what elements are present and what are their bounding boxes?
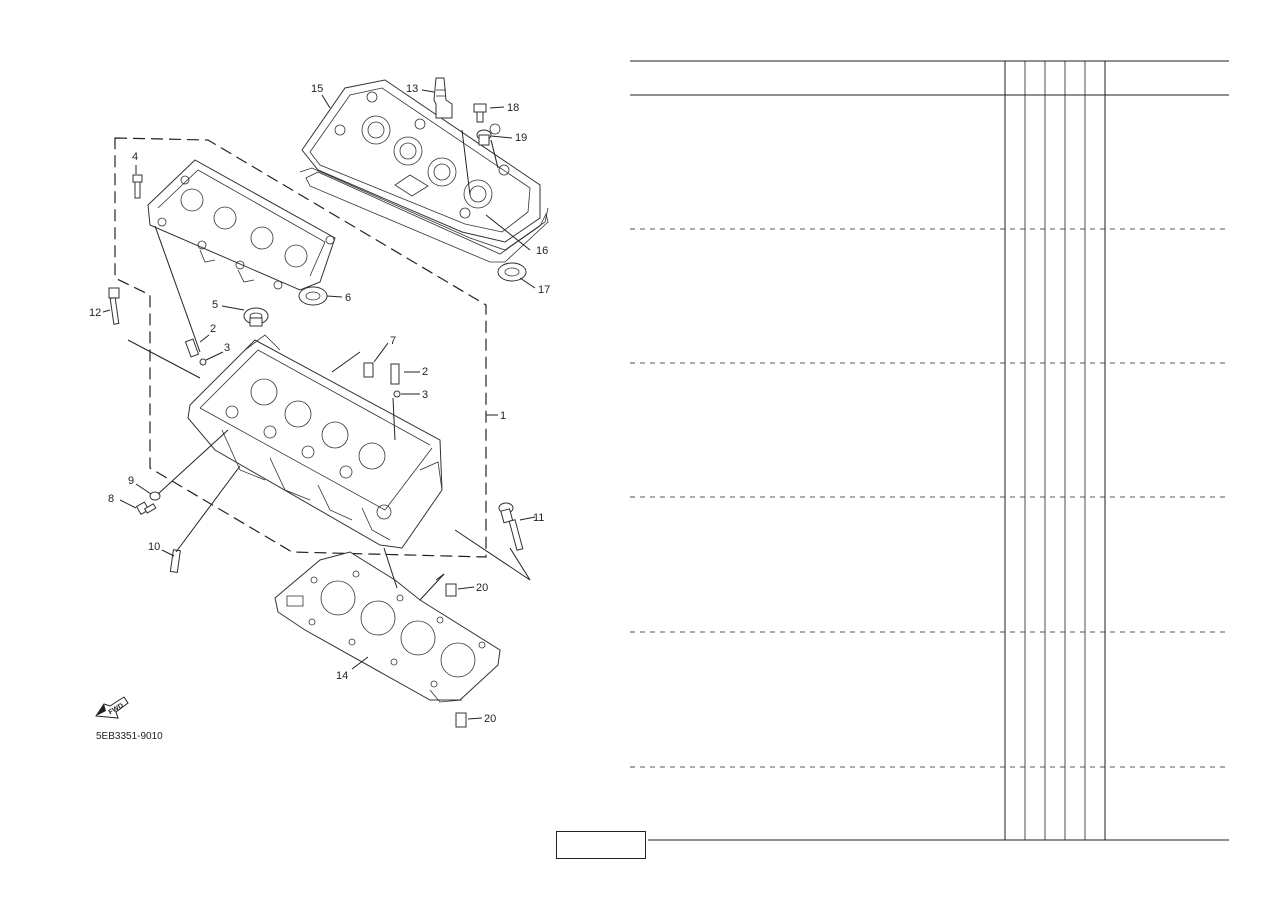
callout-16: 16	[536, 245, 548, 257]
callout-12: 12	[89, 307, 101, 319]
callout-17: 17	[538, 284, 550, 296]
camshaft-cap-assembly	[147, 159, 336, 291]
dowel-20-top	[445, 583, 457, 597]
bolt-11	[498, 502, 524, 551]
bolt-12	[108, 287, 120, 325]
callout-19: 19	[515, 132, 527, 144]
page-number-box	[556, 831, 646, 859]
dowel-20-bottom	[455, 712, 467, 728]
grommet-17	[497, 262, 527, 282]
spark-plug	[433, 77, 453, 119]
callout-1: 1	[500, 410, 506, 422]
seal-6	[298, 286, 328, 306]
bolt-4	[132, 174, 143, 199]
fwd-arrow-icon: FWD	[95, 696, 129, 719]
callout-8: 8	[108, 493, 114, 505]
callout-20: 20	[476, 582, 488, 594]
stud-7	[363, 362, 374, 378]
callout-3: 3	[422, 389, 428, 401]
callout-4: 4	[132, 151, 138, 163]
callout-18: 18	[507, 102, 519, 114]
callout-labels: 1 2 2 3 3 4 5 6 7 8 9 10 11 12 13 14 15 …	[89, 83, 550, 725]
callout-15: 15	[311, 83, 323, 95]
callout-5: 5	[212, 299, 218, 311]
callout-11: 11	[533, 512, 544, 524]
cylinder-head-cover	[299, 79, 549, 251]
cylinder-head	[187, 334, 443, 549]
dowel-pin-left	[184, 338, 207, 366]
stud-10	[169, 549, 181, 574]
drawing-code: 5EB3351-9010	[96, 731, 163, 742]
bolt-8	[135, 501, 157, 516]
dowel-pin-right	[390, 363, 401, 398]
washer-9	[149, 491, 161, 501]
cover-gasket	[305, 171, 549, 263]
callout-9: 9	[128, 475, 134, 487]
cylinder-head-gasket	[274, 551, 501, 703]
bolt-19	[476, 129, 492, 146]
callout-20: 20	[484, 713, 496, 725]
callout-6: 6	[345, 292, 351, 304]
callout-10: 10	[148, 541, 160, 553]
callout-13: 13	[406, 83, 418, 95]
assembly-dashed-outline	[114, 137, 487, 558]
callout-7: 7	[390, 335, 396, 347]
bolt-18	[473, 103, 487, 123]
callout-2: 2	[422, 366, 428, 378]
callout-3: 3	[224, 342, 230, 354]
callout-2: 2	[210, 323, 216, 335]
leader-lines	[102, 89, 536, 720]
callout-14: 14	[336, 670, 348, 682]
plug-5	[243, 307, 269, 327]
parts-table-grid	[630, 60, 1229, 841]
